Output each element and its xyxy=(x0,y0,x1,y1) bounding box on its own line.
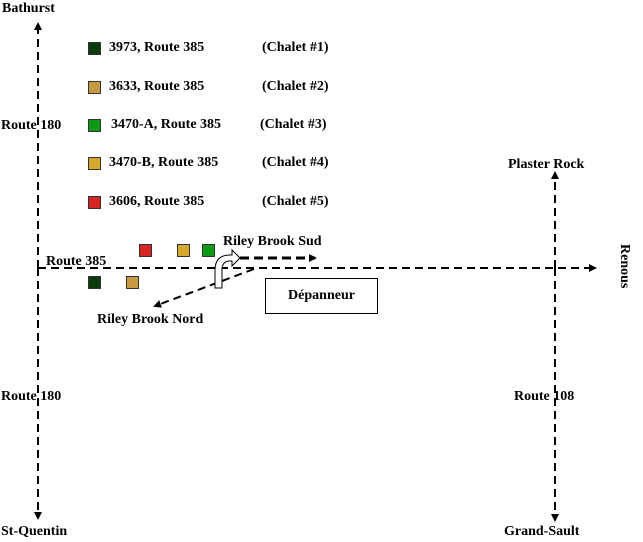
riley-brook-nord-label: Riley Brook Nord xyxy=(97,312,204,327)
legend-chalet-name: (Chalet #4) xyxy=(262,155,329,170)
depanneur-store-box: Dépanneur xyxy=(265,278,378,314)
chalet-2-marker xyxy=(126,276,139,289)
legend-swatch-chalet-1 xyxy=(88,42,101,55)
legend-chalet-name: (Chalet #5) xyxy=(262,194,329,209)
legend-swatch-chalet-5 xyxy=(88,196,101,209)
legend-address: 3470-B, Route 385 xyxy=(109,155,219,170)
legend-swatch-chalet-2 xyxy=(88,81,101,94)
route-385-label: Route 385 xyxy=(46,254,107,269)
destination-north: Bathurst xyxy=(2,1,55,16)
legend-address: 3470-A, Route 385 xyxy=(111,117,222,132)
legend-chalet-name: (Chalet #3) xyxy=(260,117,327,132)
chalet-3-marker xyxy=(202,244,215,257)
u-turn-arrow-icon xyxy=(214,248,241,289)
destination-south: St-Quentin xyxy=(1,524,68,539)
route-108-label: Route 108 xyxy=(514,389,575,404)
legend-address: 3606, Route 385 xyxy=(109,194,205,209)
destination-east: Renous xyxy=(617,244,632,289)
legend-swatch-chalet-3 xyxy=(88,119,101,132)
legend-chalet-name: (Chalet #1) xyxy=(262,40,329,55)
destination-northeast: Plaster Rock xyxy=(508,157,585,172)
legend-swatch-chalet-4 xyxy=(88,157,101,170)
route-180-label-bottom: Route 180 xyxy=(1,389,62,404)
route-180-label-top: Route 180 xyxy=(1,118,62,133)
depanneur-label: Dépanneur xyxy=(288,288,355,303)
chalet-5-marker xyxy=(139,244,152,257)
chalet-1-marker xyxy=(88,276,101,289)
riley-brook-nord-arrow xyxy=(153,268,255,308)
chalet-4-marker xyxy=(177,244,190,257)
legend-address: 3973, Route 385 xyxy=(109,40,205,55)
destination-southeast: Grand-Sault xyxy=(504,524,580,539)
legend-address: 3633, Route 385 xyxy=(109,79,205,94)
riley-brook-sud-label: Riley Brook Sud xyxy=(223,234,322,249)
legend-chalet-name: (Chalet #2) xyxy=(262,79,329,94)
